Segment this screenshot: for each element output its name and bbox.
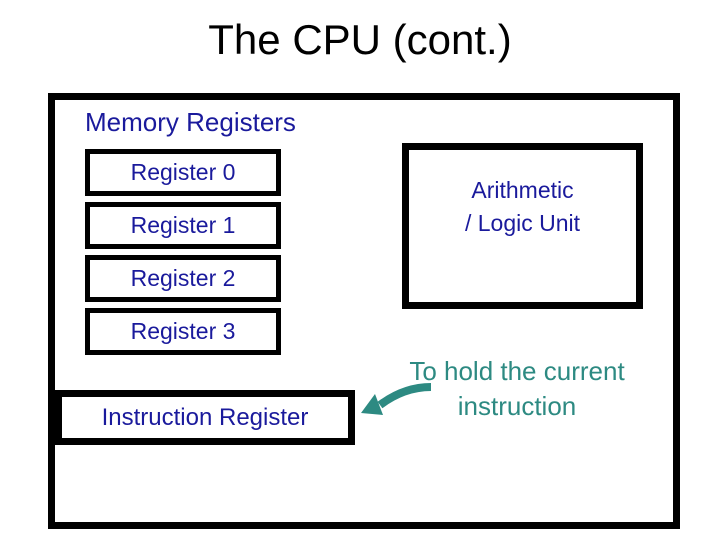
alu-label-line1: Arithmetic [471,177,574,203]
arithmetic-logic-unit-box: Arithmetic / Logic Unit [402,143,643,309]
instruction-register-box: Instruction Register [55,390,355,445]
page-title: The CPU (cont.) [208,16,512,63]
annotation-line2: instruction [457,391,577,421]
alu-label-line2: / Logic Unit [464,210,581,236]
memory-registers-label: Memory Registers [85,107,296,137]
annotation-arrow-icon [361,383,432,415]
register-3-box: Register 3 [85,308,281,355]
register-0-box: Register 0 [85,149,281,196]
annotation-text: To hold the current instruction [388,354,646,424]
annotation-line1: To hold the current [409,356,625,386]
register-1-box: Register 1 [85,202,281,249]
register-2-box: Register 2 [85,255,281,302]
